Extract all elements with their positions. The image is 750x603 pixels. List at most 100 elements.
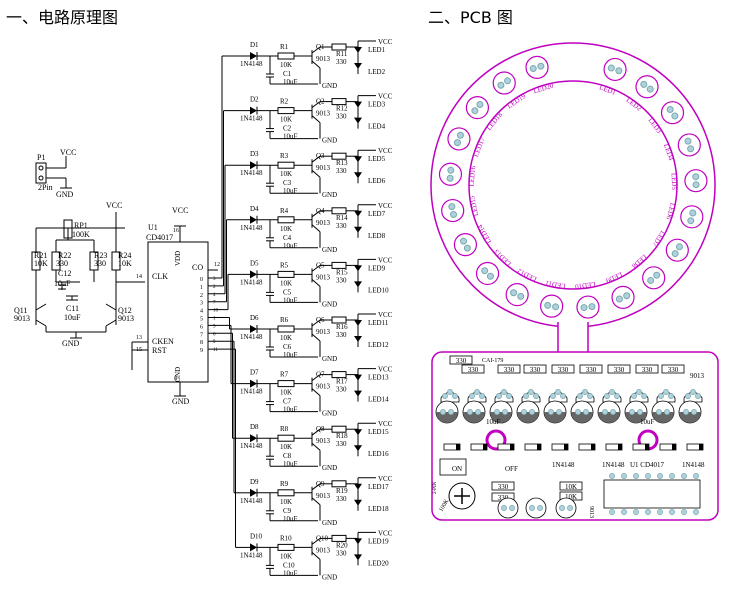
pcb-off-label: OFF xyxy=(505,465,518,473)
pcb-pad xyxy=(621,473,627,479)
ic-co-pin: 12 xyxy=(214,262,220,268)
diode-val: 1N4148 xyxy=(240,551,263,559)
resistor-symbol xyxy=(277,380,295,388)
pcb-pad xyxy=(479,393,485,399)
pcb-r330-lower-label: 330 xyxy=(498,494,509,502)
led-symbol xyxy=(354,101,362,108)
pcb-r330-lower-label: 330 xyxy=(498,483,509,491)
pcb-stem xyxy=(558,325,588,353)
transistor-val: 9013 xyxy=(316,383,331,391)
led-symbol xyxy=(354,429,362,436)
pcb-diode-label: 1N4148 xyxy=(602,461,625,469)
channel-4: D41N4148R410KC410uFQ49013GNDR14330VCCLED… xyxy=(226,202,393,302)
capacitor-val: 10uF xyxy=(283,296,298,304)
pcb-pad xyxy=(537,505,543,511)
pcb-pad xyxy=(448,409,454,415)
led-ref-a: LED1 xyxy=(368,46,386,54)
pcb-pad xyxy=(633,473,639,479)
load-resistor-ref: R15 xyxy=(336,268,348,276)
pcb-pad xyxy=(523,393,529,399)
pcb-pad xyxy=(440,409,446,415)
ic-part: CD4017 xyxy=(146,233,173,242)
vcc-label: VCC xyxy=(378,38,393,46)
rp1-ref: RP1 xyxy=(74,221,88,230)
pcb-pad xyxy=(528,389,534,395)
transistor-val: 9013 xyxy=(316,328,331,336)
led-symbol xyxy=(354,538,362,545)
r22-val: 330 xyxy=(56,259,68,268)
resistor-ref: R3 xyxy=(280,152,289,160)
vcc-label: VCC xyxy=(378,256,393,264)
pcb-led: LED9 xyxy=(604,270,635,309)
led-symbol xyxy=(354,63,362,69)
resistor-val: 10K xyxy=(280,498,292,506)
pcb-pad xyxy=(583,409,589,415)
gnd-label: GND xyxy=(322,410,337,418)
capacitor-ref: C3 xyxy=(283,179,292,187)
pcb-r330-label: 330 xyxy=(530,366,541,374)
pcb-led: LED17 xyxy=(447,127,487,158)
resistor-val: 10K xyxy=(280,552,292,560)
pcb-pad xyxy=(609,473,615,479)
pcb-pad xyxy=(681,509,687,515)
pcb-pad xyxy=(695,393,701,399)
led-symbol xyxy=(354,156,362,163)
channel-9: D91N4148R910KC910uFQ99013GNDR19330VCCLED… xyxy=(233,341,393,527)
resistor-val: 10K xyxy=(280,170,292,178)
resistor-val: 10K xyxy=(280,389,292,397)
load-resistor-val: 330 xyxy=(336,549,347,557)
pcb-pad xyxy=(690,389,696,395)
pcb-diode-label: 1N4148 xyxy=(552,461,575,469)
pcb-pad xyxy=(656,409,662,415)
q12-val: 9013 xyxy=(118,314,134,323)
p1-ref: P1 xyxy=(37,153,45,162)
pcb-r330 xyxy=(635,364,659,374)
capacitor-ref: C9 xyxy=(283,507,292,515)
pcb-pad xyxy=(502,409,508,415)
resistor-ref: R10 xyxy=(280,534,292,542)
led-ref-a: LED5 xyxy=(368,155,386,163)
ic-output-pin-5: 1 xyxy=(213,317,216,322)
ic-vdd: VDD xyxy=(174,251,182,266)
pcb-pad xyxy=(657,473,663,479)
led-ref-b: LED10 xyxy=(368,286,389,294)
pcb-pad xyxy=(664,409,670,415)
led-ref-a: LED13 xyxy=(368,374,389,382)
ic-output-pin-6: 5 xyxy=(213,324,216,329)
pcb-led: LED20 xyxy=(525,55,555,95)
resistor-symbol xyxy=(277,270,295,278)
diode-val: 1N4148 xyxy=(240,169,263,177)
capacitor-ref: C2 xyxy=(283,125,292,133)
pcb-pad xyxy=(533,393,539,399)
resistor-symbol xyxy=(277,489,295,497)
resistor-val: 10K xyxy=(280,279,292,287)
led-ref-a: LED11 xyxy=(368,319,389,327)
load-resistor-ref: R12 xyxy=(336,105,348,113)
pcb-led: LED6 xyxy=(664,202,704,229)
ic-output-pin-3: 7 xyxy=(213,301,216,306)
pcb-clock-part xyxy=(555,497,577,519)
gnd-label-1: GND xyxy=(56,190,74,199)
pcb-capacitor-fill xyxy=(598,412,620,423)
gnd-label: GND xyxy=(322,246,337,254)
pcb-r330-label: 330 xyxy=(558,366,569,374)
resistor-ref: R9 xyxy=(280,480,289,488)
pcb-led: LED19 xyxy=(492,71,528,110)
diode-val: 1N4148 xyxy=(240,333,263,341)
pcb-pad xyxy=(636,389,642,395)
led-symbol xyxy=(354,499,362,506)
pcb-pad xyxy=(529,409,535,415)
diode-ref: D3 xyxy=(250,150,259,158)
pcb-led-label: LED3 xyxy=(646,116,663,135)
pcb-ring-leds: LED1LED2LED3LED4LED5LED6LED7LED8LED9LED1… xyxy=(438,55,708,319)
ic-output-6: 6 xyxy=(200,324,203,330)
r22-ref: R22 xyxy=(58,251,71,260)
pcb-pad xyxy=(609,389,615,395)
led-ref-b: LED14 xyxy=(368,396,389,404)
pcb-pad xyxy=(559,505,565,511)
led-ref-b: LED18 xyxy=(368,505,389,513)
transistor-val: 9013 xyxy=(316,110,331,118)
pcb-pad xyxy=(548,409,554,415)
pcb-led-label: LED7 xyxy=(650,229,666,248)
pcb-on-label: ON xyxy=(452,465,462,473)
